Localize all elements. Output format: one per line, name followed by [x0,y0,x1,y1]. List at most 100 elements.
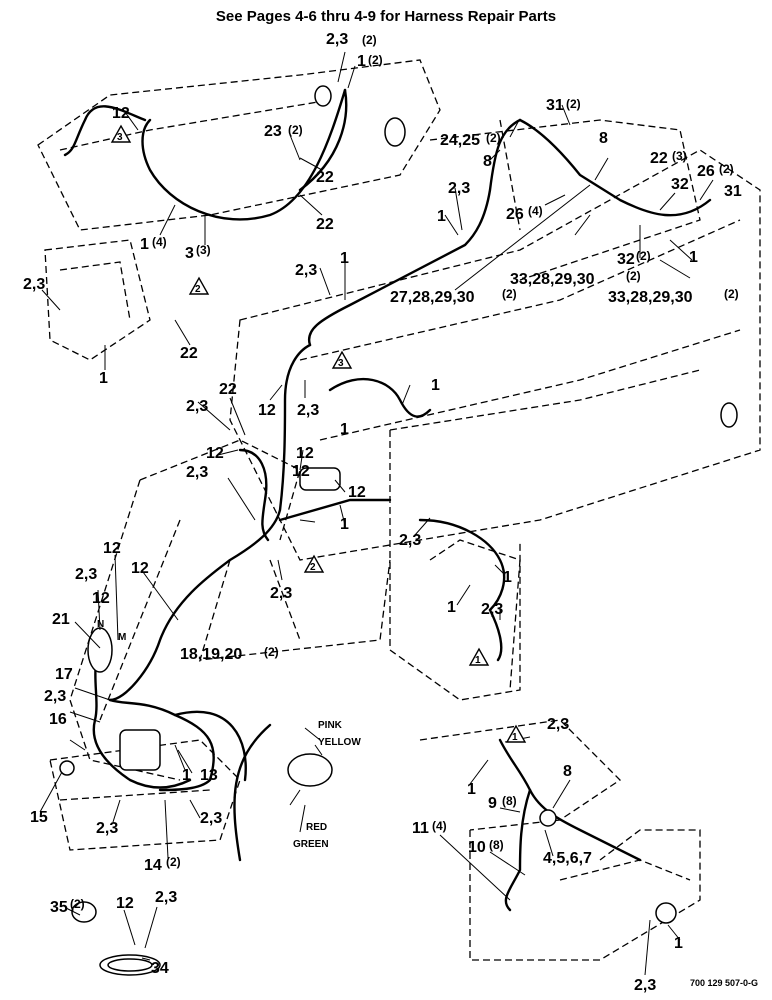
document-number: 700 129 507-0-G [689,978,758,988]
callout: 13 [200,767,218,784]
callout: 12 [112,105,130,122]
lamp-icon [87,627,113,673]
callout: 1 [431,377,440,394]
callout: 2,3 [200,810,222,827]
callout: 12 [103,540,121,557]
callout: 22 [219,381,237,398]
callout: 12 [296,445,314,462]
junction-box-icon [119,729,161,771]
triangle-marker-icon [468,647,490,666]
light-icon [720,402,738,428]
callout: 2,3 [297,402,319,419]
callout-qty: (4) [152,235,167,249]
callout: 1 [340,250,349,267]
callout: 31 [546,97,564,114]
callout: 2,3 [634,977,656,994]
callout: 2,3 [295,262,317,279]
callout: 8 [483,153,492,170]
callout: 1 [357,53,366,70]
callout: 12 [206,445,224,462]
callout: 1 [340,421,349,438]
wire-label-red: RED [306,822,327,833]
callout-qty: (2) [724,287,739,301]
callout: 2,3 [270,585,292,602]
marker-label: 3 [117,132,123,143]
callout: 1 [340,516,349,533]
terminal-label-n: N [97,619,104,630]
callout: 11 [412,820,429,837]
machine-frame [37,59,761,961]
triangle-markers [110,124,527,743]
marker-label: 1 [512,732,518,743]
callout: 17 [55,666,73,683]
callout: 22 [650,150,668,167]
callout: 1 [467,781,476,798]
callout: 27,28,29,30 [390,289,475,306]
terminal-label-m: M [118,632,126,643]
callout: 1 [503,569,512,586]
callout: 12 [92,590,110,607]
callout-qty: (4) [528,204,543,218]
callout: 1 [99,370,108,387]
triangle-marker-icon [331,350,353,369]
triangle-marker-labels: 3 2 3 2 1 1 [117,132,518,743]
callout: 12 [131,560,149,577]
callout-qty: (8) [502,794,517,808]
lamp-icon [59,760,75,776]
callout: 23 [264,123,282,140]
callout-qty: (2) [626,269,641,283]
callout: 10 [468,839,486,856]
callout: 21 [52,611,70,628]
page-title: See Pages 4-6 thru 4-9 for Harness Repai… [215,8,557,25]
callout: 12 [348,484,366,501]
lamp-icon [655,902,677,924]
connector-icon [384,117,406,147]
callout: 15 [30,809,48,826]
callout: 2,3 [155,889,177,906]
callout-qty: (2) [288,123,303,137]
triangle-marker-icon [505,724,527,743]
callout-qty: (2) [264,645,279,659]
callout-qty: (2) [719,162,734,176]
callout: 2,3 [481,601,503,618]
callout: 32 [617,251,635,268]
callout: 33,28,29,30 [510,271,595,288]
callout: 1 [437,208,446,225]
callout: 16 [49,711,67,728]
callout: 34 [151,960,169,977]
callout: 4,5,6,7 [543,850,592,867]
callout-qty: (2) [566,97,581,111]
callout-qty: (2) [636,249,651,263]
callout: 9 [488,795,497,812]
callout: 8 [563,763,572,780]
callout: 33,28,29,30 [608,289,693,306]
wire-label-yellow: YELLOW [318,737,361,748]
connector-icon [539,809,557,827]
callout-qty: (2) [362,33,377,47]
callout: 12 [258,402,276,419]
triangle-marker-icon [188,276,210,295]
marker-label: 3 [338,358,344,369]
callout: 35 [50,899,68,916]
callout: 24,25 [440,132,480,149]
callouts: 2,3 (2) 1 (2) 12 23 (2) 22 22 1 (4) 3 (3… [23,31,742,994]
harness-coil-icon [107,958,153,972]
callout: 31 [724,183,742,200]
callout: 22 [316,216,334,233]
callout: 2,3 [448,180,470,197]
callout: 14 [144,857,162,874]
callout: 1 [182,767,191,784]
callout: 1 [140,236,149,253]
callout: 18,19,20 [180,646,242,663]
callout: 12 [292,463,310,480]
callout: 2,3 [547,716,569,733]
callout: 2,3 [186,398,208,415]
wire-tie-icon [71,901,97,923]
callout: 32 [671,176,689,193]
wiring-harness [63,88,712,912]
wire-label-green: GREEN [293,839,329,850]
triangle-marker-icon [110,124,132,143]
callout: 2,3 [96,820,118,837]
callout: 26 [697,163,715,180]
